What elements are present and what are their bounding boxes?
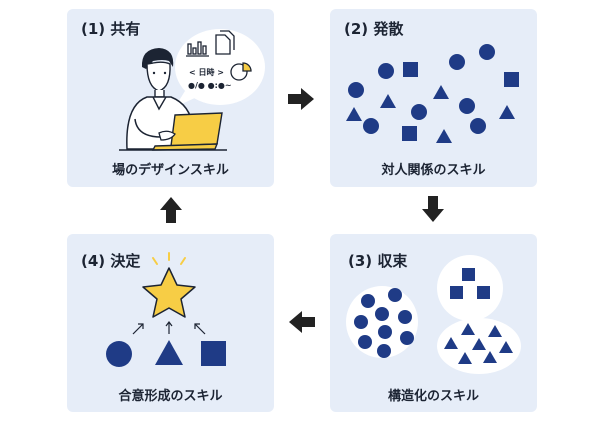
document-icon <box>215 30 235 55</box>
triangle-icon <box>155 340 183 365</box>
panel-decide-caption: 合意形成のスキル <box>118 389 223 404</box>
square-icon <box>402 126 417 141</box>
triangle-icon <box>499 105 515 119</box>
star-icon <box>142 267 196 318</box>
panel-diverge: (2) 発散 対人関係のスキル <box>330 9 537 187</box>
decision-illustration <box>106 252 226 367</box>
arrow-down <box>422 196 444 222</box>
scattered-shapes <box>346 44 519 143</box>
circle-icon <box>411 104 427 120</box>
circle-icon <box>388 288 402 302</box>
panel-decide: (4) 決定 合意形成のスキル <box>67 234 274 412</box>
triangle-icon <box>458 352 472 364</box>
circle-icon <box>378 63 394 79</box>
circle-icon <box>361 294 375 308</box>
panel-share-title: (1) 共有 <box>81 20 141 38</box>
panel-share-caption: 場のデザインスキル <box>112 163 229 178</box>
triangle-icon <box>488 325 502 337</box>
grouped-shapes <box>346 255 521 374</box>
circle-icon <box>398 310 412 324</box>
arrow-left <box>289 311 315 333</box>
circle-icon <box>400 331 414 345</box>
panel-diverge-title: (2) 発散 <box>344 20 404 38</box>
arrow-right <box>288 88 314 110</box>
bubble-date-label: < 日時 > <box>189 67 224 77</box>
circle-icon <box>459 98 475 114</box>
panel-diverge-caption: 対人関係のスキル <box>381 163 486 178</box>
converging-arrows <box>132 321 206 335</box>
triangle-icon <box>483 351 497 363</box>
panel-share: (1) 共有 < 日時 > ●/● ●:●~ <box>67 9 274 187</box>
triangle-icon <box>444 337 458 349</box>
triangle-icon <box>380 94 396 108</box>
circle-icon <box>106 341 132 367</box>
circle-icon <box>358 335 372 349</box>
square-icon <box>504 72 519 87</box>
circle-icon <box>449 54 465 70</box>
square-icon <box>450 286 463 299</box>
triangle-icon <box>472 338 486 350</box>
panel-converge-caption: 構造化のスキル <box>387 389 479 404</box>
arrow-up <box>160 197 182 223</box>
laptop-icon <box>151 112 223 151</box>
square-icon <box>477 286 490 299</box>
square-icon <box>201 341 226 366</box>
square-icon <box>403 62 418 77</box>
triangle-icon <box>433 85 449 99</box>
panel-converge-title: (3) 収束 <box>348 252 408 270</box>
sparkle-lines <box>152 252 186 265</box>
circle-icon <box>348 82 364 98</box>
triangle-icon <box>436 129 452 143</box>
circle-icon <box>470 118 486 134</box>
panel-converge: (3) 収束 構 <box>330 234 537 412</box>
pie-chart-icon <box>230 62 252 81</box>
circle-icon <box>363 118 379 134</box>
square-group-bg <box>437 255 503 321</box>
share-illustration: < 日時 > ●/● ●:●~ <box>119 29 265 151</box>
panel-decide-title: (4) 決定 <box>81 252 141 270</box>
circle-icon <box>378 325 392 339</box>
circle-icon <box>354 315 368 329</box>
bubble-time-label: ●/● ●:●~ <box>188 81 232 90</box>
square-icon <box>462 268 475 281</box>
person-illustration <box>119 48 227 151</box>
triangle-icon <box>346 107 362 121</box>
circle-icon <box>375 307 389 321</box>
circle-icon <box>479 44 495 60</box>
triangle-icon <box>499 341 513 353</box>
bar-chart-icon <box>186 41 209 57</box>
circle-icon <box>377 344 391 358</box>
triangle-icon <box>461 323 475 335</box>
